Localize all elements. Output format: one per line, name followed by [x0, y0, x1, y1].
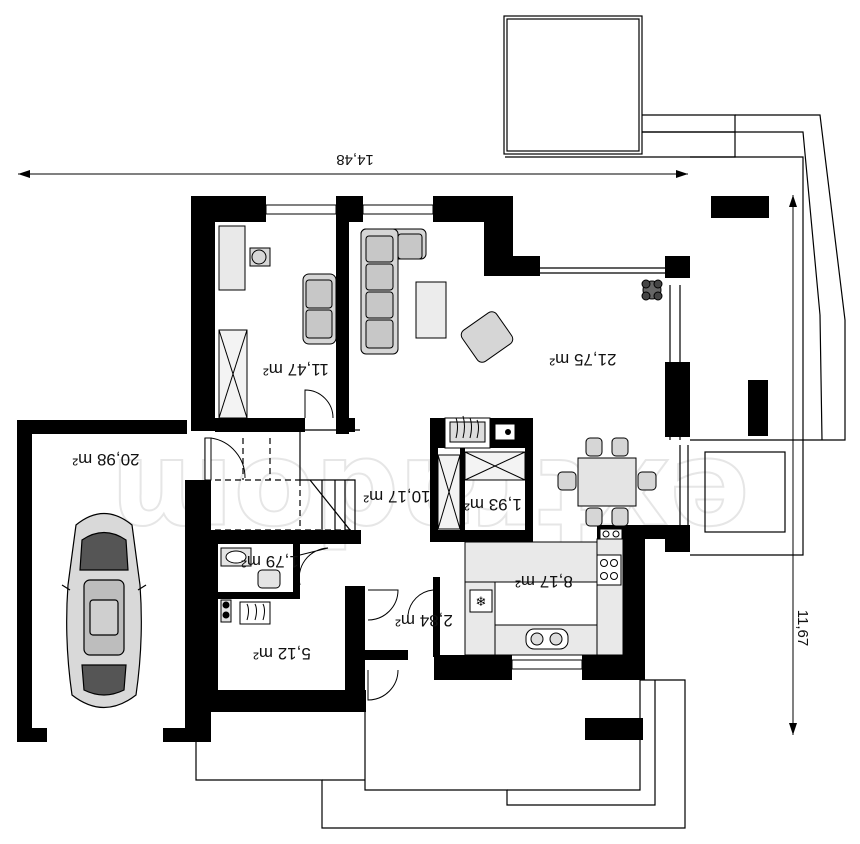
office-area-label: 11,47 m² [263, 360, 329, 379]
kitchen-counter: ❄ [464, 528, 624, 656]
width-dimension [18, 170, 688, 178]
room-labels: 20,98 m² 11,47 m² 21,75 m² 10,17 m² 1,93… [72, 350, 616, 663]
living-area-label: 21,75 m² [549, 350, 616, 369]
doors [210, 389, 434, 701]
depth-dimension-label: 11,67 [794, 610, 811, 646]
hall-area-label: 10,17 m² [363, 487, 430, 506]
width-dimension-label: 14,48 [336, 151, 374, 168]
wc-area-label: 1,79 m² [241, 552, 299, 571]
vestibule-area-label: 2,84 m² [395, 611, 453, 630]
kitchen-area-label: 8,17 m² [515, 572, 573, 591]
pantry-shelves [437, 451, 526, 530]
office-furniture [218, 225, 337, 419]
boiler-area-label: 5,12 m² [253, 644, 311, 663]
dining-table [557, 437, 657, 527]
car [61, 513, 147, 708]
fireplace [444, 415, 516, 449]
pantry-area-label: 1,93 m² [464, 495, 522, 514]
windows [204, 204, 583, 670]
depth-dimension [789, 195, 797, 735]
svg-text:❄: ❄ [476, 595, 487, 610]
living-furniture [360, 228, 663, 363]
garage-area-label: 20,98 m² [72, 450, 139, 469]
bathroom-fixtures [220, 547, 281, 625]
